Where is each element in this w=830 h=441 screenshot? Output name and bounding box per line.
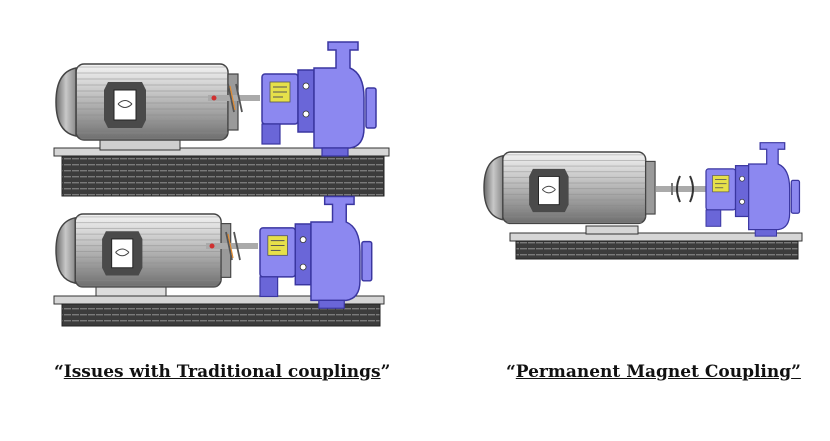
centrifugal-pump-icon [261, 41, 377, 157]
caption-permanent-magnet-coupling: “Permanent Magnet Coupling” [506, 362, 801, 382]
caption-text: Issues with Traditional couplings [63, 362, 381, 382]
traditional-pump-assembly-top [53, 41, 390, 197]
caption-close-quote: ” [380, 362, 391, 382]
caption-open-quote: “ [506, 362, 516, 382]
centrifugal-pump-icon [259, 195, 373, 309]
traditional-pump-assembly-bottom [53, 195, 385, 327]
caption-traditional-couplings: “Issues with Traditional couplings” [54, 362, 390, 382]
caption-close-quote: ” [791, 362, 801, 382]
magnet-coupling-pump-assembly [483, 142, 803, 260]
electric-motor-icon [483, 151, 656, 225]
electric-motor-icon [55, 63, 239, 141]
caption-open-quote: “ [54, 362, 64, 382]
caption-text: Permanent Magnet Coupling [515, 362, 792, 382]
electric-motor-icon [55, 213, 232, 288]
centrifugal-pump-icon [705, 142, 801, 237]
